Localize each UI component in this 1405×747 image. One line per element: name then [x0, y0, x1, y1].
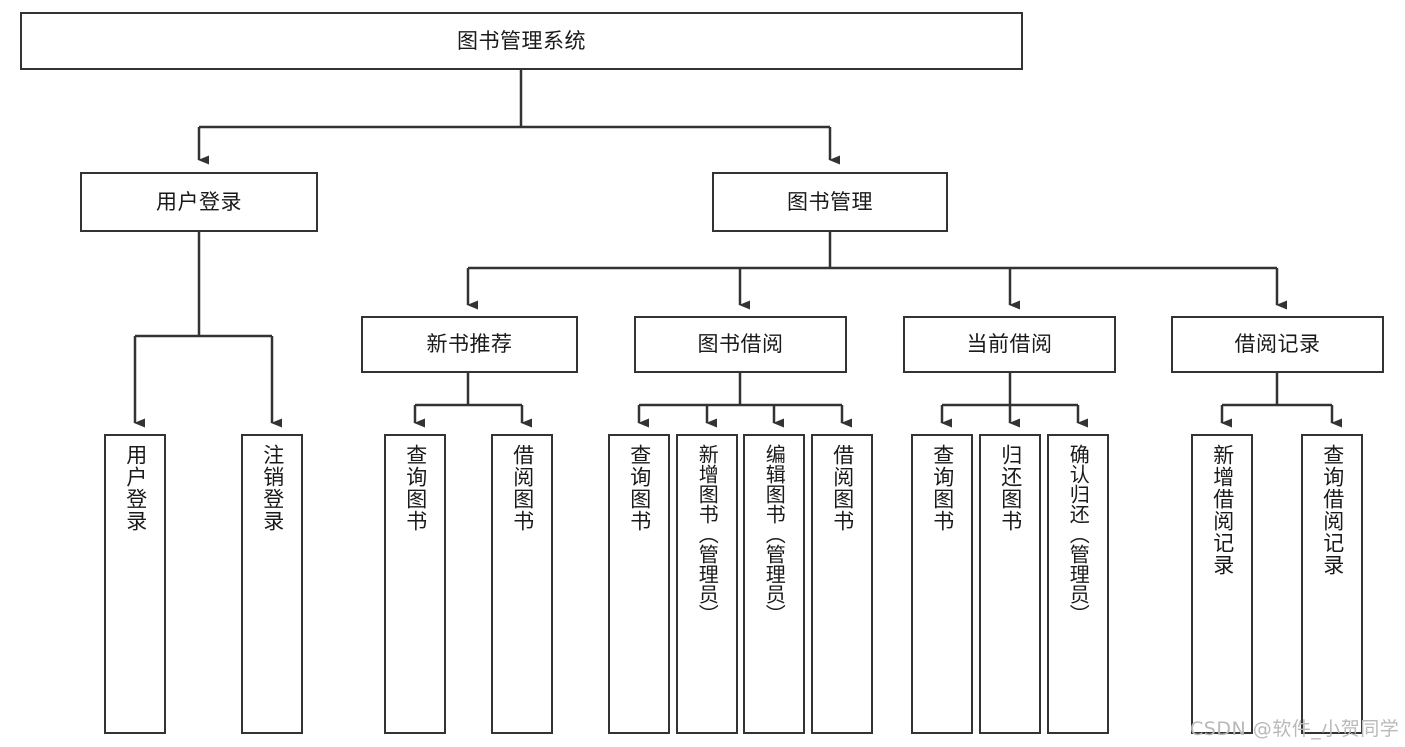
connector-currentborrow-to-leaves — [940, 373, 1088, 428]
node-label: 新增借阅记录 — [1210, 444, 1235, 576]
node-book-borrow[interactable]: 图书借阅 — [634, 316, 847, 373]
node-label: 注销登录 — [260, 444, 285, 532]
node-user-login[interactable]: 用户登录 — [80, 172, 318, 232]
node-label: 图书管理 — [787, 189, 873, 214]
node-borrow-record[interactable]: 借阅记录 — [1171, 316, 1384, 373]
node-label: 图书借阅 — [697, 332, 784, 357]
node-label: 借阅图书 — [510, 444, 535, 532]
leaf-query-borrow-record[interactable]: 查询借阅记录 — [1301, 434, 1363, 734]
leaf-user-login[interactable]: 用户登录 — [104, 434, 166, 734]
node-label: 借阅记录 — [1234, 332, 1321, 357]
node-book-management[interactable]: 图书管理 — [712, 172, 948, 232]
node-label: 新书推荐 — [426, 332, 513, 357]
connector-userlogin-to-leaves — [133, 232, 282, 428]
leaf-query-book-current[interactable]: 查询图书 — [911, 434, 973, 734]
node-label: 查询图书 — [930, 444, 955, 532]
leaf-query-book-borrow[interactable]: 查询图书 — [608, 434, 670, 734]
node-new-book-recommendation[interactable]: 新书推荐 — [361, 316, 578, 373]
node-label: 新增图书（管理员） — [695, 444, 720, 624]
connector-borrowrecord-to-leaves — [1220, 373, 1342, 428]
node-label: 归还图书 — [998, 444, 1023, 532]
node-label: 查询借阅记录 — [1320, 444, 1345, 576]
leaf-borrow-book-newbook[interactable]: 借阅图书 — [491, 434, 553, 734]
connector-bookmgmt-to-level3 — [466, 232, 1287, 310]
leaf-borrow-book[interactable]: 借阅图书 — [811, 434, 873, 734]
node-label: 用户登录 — [123, 444, 148, 532]
node-label: 查询图书 — [627, 444, 652, 532]
leaf-add-book-admin[interactable]: 新增图书（管理员） — [676, 434, 738, 734]
node-root-book-management-system[interactable]: 图书管理系统 — [20, 12, 1023, 70]
node-label: 图书管理系统 — [457, 28, 586, 53]
leaf-confirm-return-admin[interactable]: 确认归还（管理员） — [1047, 434, 1109, 734]
leaf-query-book-newbook[interactable]: 查询图书 — [384, 434, 446, 734]
node-label: 确认归还（管理员） — [1066, 444, 1091, 624]
node-current-borrow[interactable]: 当前借阅 — [903, 316, 1116, 373]
leaf-add-borrow-record[interactable]: 新增借阅记录 — [1191, 434, 1253, 734]
connector-bookborrow-to-leaves — [637, 373, 852, 428]
node-label: 借阅图书 — [830, 444, 855, 532]
connector-newbook-to-leaves — [413, 373, 532, 428]
node-label: 查询图书 — [403, 444, 428, 532]
node-label: 编辑图书（管理员） — [762, 444, 787, 624]
connector-root-to-level2 — [197, 70, 840, 165]
node-label: 当前借阅 — [966, 332, 1053, 357]
leaf-logout[interactable]: 注销登录 — [241, 434, 303, 734]
node-label: 用户登录 — [156, 189, 242, 214]
leaf-return-book[interactable]: 归还图书 — [979, 434, 1041, 734]
leaf-edit-book-admin[interactable]: 编辑图书（管理员） — [743, 434, 805, 734]
